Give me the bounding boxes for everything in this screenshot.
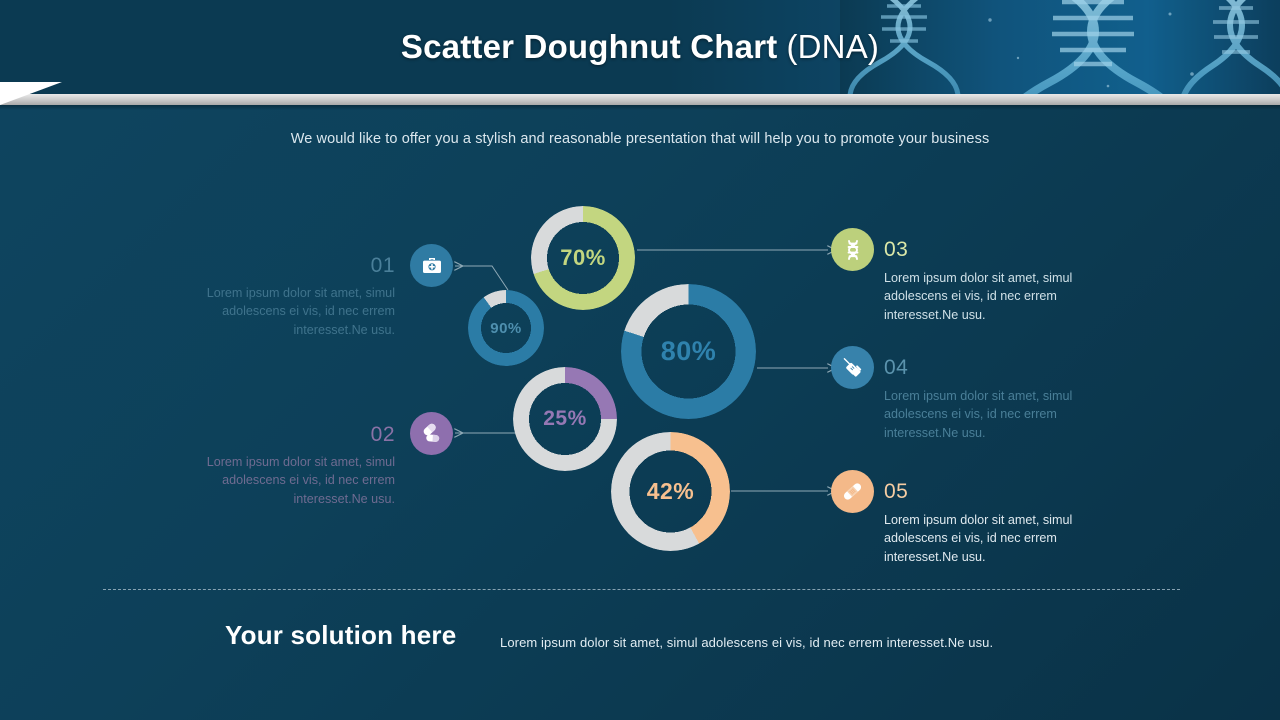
page-title-main: Scatter Doughnut Chart: [400, 28, 778, 65]
item-number-01: 01: [370, 254, 395, 277]
item-body-02: Lorem ipsum dolor sit amet, simul adoles…: [206, 455, 395, 506]
icon-badge-04[interactable]: [831, 346, 874, 389]
donut-90[interactable]: 90%: [468, 290, 544, 366]
slide-subtitle: We would like to offer you a stylish and…: [290, 131, 990, 147]
donut-80-label: 80%: [660, 336, 717, 366]
item-number-03: 03: [884, 238, 909, 261]
donut-80[interactable]: 80%: [621, 284, 756, 419]
medical-kit-icon: [422, 257, 441, 273]
donut-42-label: 42%: [646, 478, 695, 504]
pills-icon: [423, 423, 440, 442]
footer-body: Lorem ipsum dolor sit amet, simul adoles…: [500, 635, 994, 650]
donut-25-ring: [513, 367, 617, 471]
donut-90-ring: [468, 290, 544, 366]
donut-70-label: 70%: [560, 245, 606, 270]
icon-badge-05[interactable]: [831, 470, 874, 513]
icon-badge-02[interactable]: [410, 412, 453, 455]
bandage-icon: [843, 483, 862, 500]
donut-25-label: 25%: [543, 407, 587, 430]
header-silver-bar: [0, 94, 1280, 105]
donut-80-ring: [621, 284, 756, 419]
donut-25[interactable]: 25%: [513, 367, 617, 471]
donut-90-label: 90%: [490, 319, 522, 337]
item-number-02: 02: [370, 423, 395, 446]
donut-42[interactable]: 42%: [611, 432, 730, 551]
dna-icon: [847, 239, 858, 260]
item-body-05: Lorem ipsum dolor sit amet, simul adoles…: [884, 513, 1073, 564]
item-body-03: Lorem ipsum dolor sit amet, simul adoles…: [884, 271, 1073, 322]
icon-badge-01[interactable]: [410, 244, 453, 287]
header-shadow: [0, 105, 1280, 110]
item-number-04: 04: [884, 356, 909, 379]
page-title-suffix: (DNA): [786, 28, 880, 65]
item-number-05: 05: [884, 480, 909, 503]
footer-title: Your solution here: [225, 620, 457, 650]
donut-70-ring: [531, 206, 635, 310]
footer-divider: [103, 589, 1180, 590]
slide-header: Scatter Doughnut Chart (DNA): [0, 0, 1280, 94]
page-title: Scatter Doughnut Chart (DNA): [0, 0, 1280, 94]
item-body-01: Lorem ipsum dolor sit amet, simul adoles…: [206, 286, 395, 337]
dna-helix-background: [840, 0, 1280, 94]
icon-badge-03[interactable]: [831, 228, 874, 271]
item-body-04: Lorem ipsum dolor sit amet, simul adoles…: [884, 389, 1073, 440]
syringe-icon: [843, 358, 862, 377]
donut-70[interactable]: 70%: [531, 206, 635, 310]
donut-42-ring: [611, 432, 730, 551]
